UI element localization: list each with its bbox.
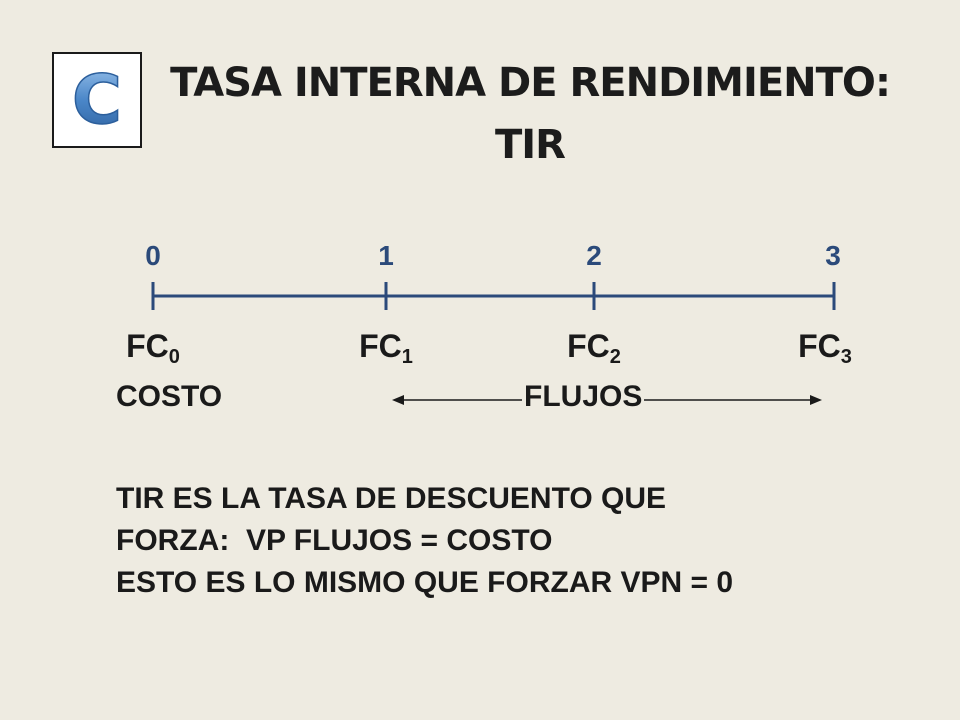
arrow-right-head	[810, 395, 822, 405]
badge-letter: C	[72, 61, 122, 140]
cash-flow-0: FC0	[126, 328, 180, 368]
title-line-1: TASA INTERNA DE RENDIMIENTO:	[170, 60, 891, 106]
explanation-text: TIR ES LA TASA DE DESCUENTO QUE FORZA: V…	[116, 478, 733, 604]
period-label-1: 1	[378, 240, 394, 271]
cash-flow-2: FC2	[567, 328, 621, 368]
arrow-left-head	[392, 395, 404, 405]
letter-c-badge: C	[52, 52, 142, 148]
cash-flow-3: FC3	[798, 328, 852, 368]
period-label-0: 0	[145, 240, 161, 271]
period-label-3: 3	[825, 240, 841, 271]
explanation-line-2: FORZA: VP FLUJOS = COSTO	[116, 524, 553, 557]
title-line-2: TIR	[495, 122, 566, 168]
explanation-line-1: TIR ES LA TASA DE DESCUENTO QUE	[116, 482, 667, 515]
costo-label: COSTO	[116, 380, 223, 413]
cash-flow-1: FC1	[359, 328, 413, 368]
flujos-label: FLUJOS	[522, 380, 645, 414]
letter-c-icon: C	[71, 60, 122, 141]
period-label-2: 2	[586, 240, 602, 271]
page-title: TASA INTERNA DE RENDIMIENTO: TIR	[150, 52, 910, 176]
explanation-line-3: ESTO ES LO MISMO QUE FORZAR VPN = 0	[116, 566, 734, 599]
